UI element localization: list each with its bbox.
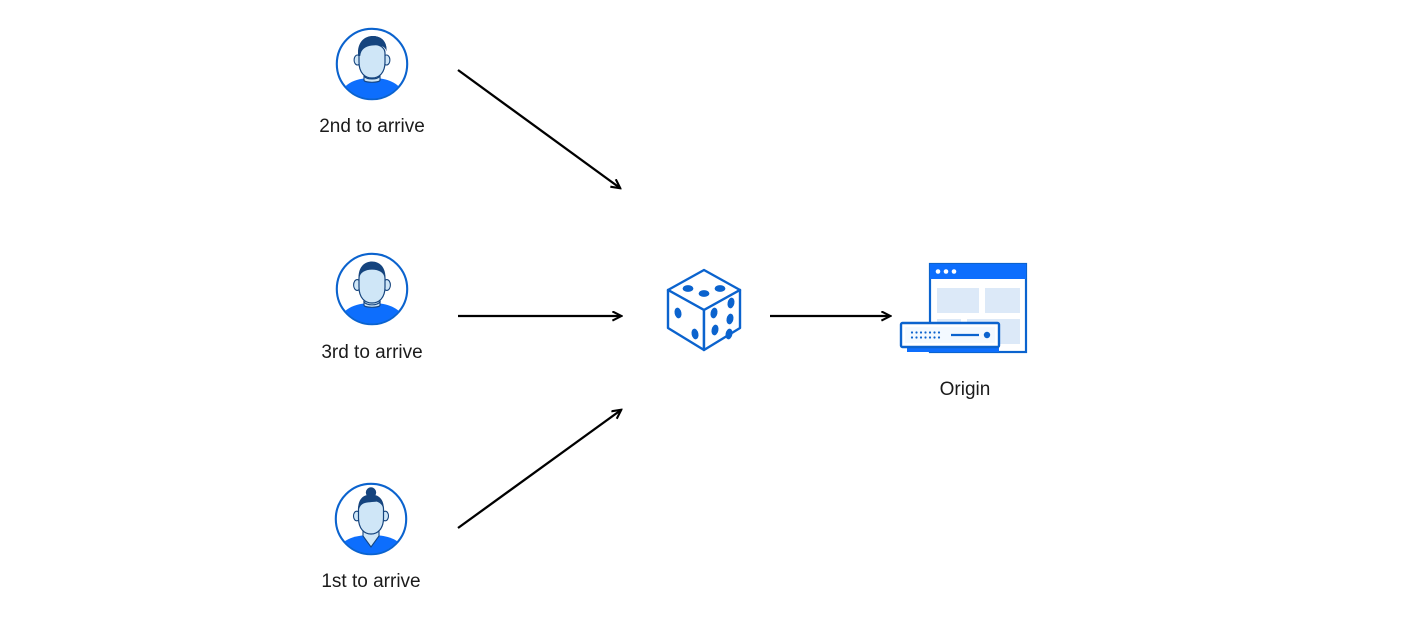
origin-server-icon	[899, 262, 1028, 354]
client-top-avatar	[334, 26, 410, 102]
client-bottom-avatar	[333, 481, 409, 557]
client-middle-avatar	[334, 251, 410, 327]
dice-icon	[666, 268, 742, 352]
user-avatar-icon	[334, 482, 408, 556]
origin-label: Origin	[939, 379, 991, 400]
client-top-label: 2nd to arrive	[319, 116, 425, 137]
client-middle-label: 3rd to arrive	[321, 342, 423, 363]
user-avatar-icon	[335, 252, 409, 326]
origin-node	[895, 260, 1035, 360]
client-bottom-label: 1st to arrive	[321, 571, 421, 592]
user-avatar-icon	[335, 27, 409, 101]
arrow-client-bottom-to-dice	[457, 410, 621, 529]
randomizer-dice	[662, 266, 746, 354]
router-appliance-icon	[899, 321, 1001, 352]
